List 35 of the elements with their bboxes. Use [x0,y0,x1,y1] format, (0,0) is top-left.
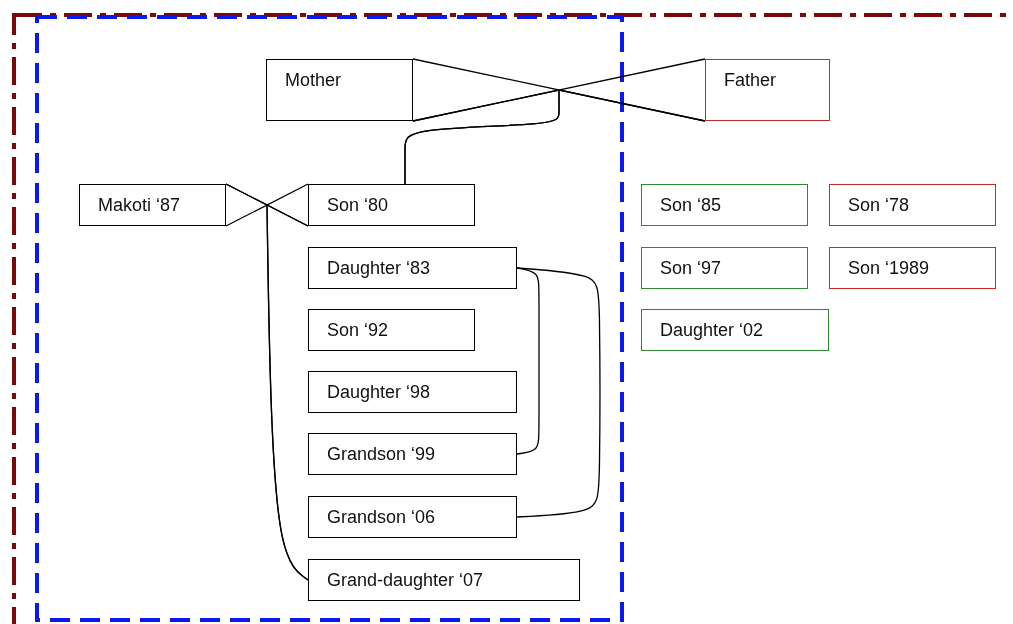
connector-line [404,89,706,185]
person-name: Makoti ‘87 [98,195,181,216]
person-box [641,309,829,351]
person-name: Daughter ‘83 [327,258,431,279]
person-box [829,247,996,289]
person-name: Son ‘1989 [848,258,930,279]
person-name: Daughter ‘98 [327,382,431,403]
person-name: Son ‘80 [327,195,389,216]
person-box [308,184,475,226]
person-box [705,59,830,121]
person-box [79,184,226,226]
person-name: Father [724,70,777,91]
person-box [308,247,517,289]
person-box [308,309,475,351]
connector-line [225,183,309,227]
person-name: Grand-daughter ‘07 [327,570,484,591]
person-name: Son ‘92 [327,320,389,341]
connector-line [266,204,309,581]
person-box [266,59,413,121]
connector-line [516,267,540,455]
person-box [829,184,996,226]
person-name: Son ‘85 [660,195,722,216]
person-name: Mother [285,70,342,91]
connector-line [516,267,601,518]
person-box [308,433,517,475]
person-name: Grandson ‘99 [327,444,436,465]
person-name: Son ‘78 [848,195,910,216]
person-box [641,247,808,289]
person-name: Grandson ‘06 [327,507,436,528]
person-name: Daughter ‘02 [660,320,764,341]
person-box [308,559,580,601]
person-box [308,496,517,538]
person-name: Son ‘97 [660,258,722,279]
person-box [308,371,517,413]
person-box [641,184,808,226]
